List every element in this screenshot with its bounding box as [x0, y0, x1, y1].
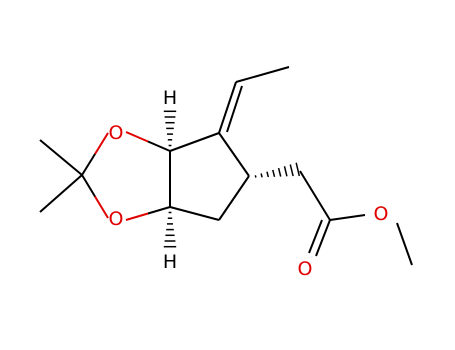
bond-exocyclic-double-1: [218, 81, 237, 134]
bond-c5-c6: [218, 175, 250, 221]
oxygen-ring-bottom-label: O: [109, 208, 124, 230]
bond-carbonyl-double-1: [315, 219, 331, 257]
bond-methyl-top: [39, 139, 83, 176]
bond-exocyclic-double-2: [226, 85, 243, 133]
bond-carbonyl-double-2: [308, 219, 323, 254]
hydrogen-bottom-label: H: [163, 251, 177, 273]
oxygen-carbonyl-label: O: [298, 258, 313, 280]
bond-cq-o-top: [81, 132, 109, 176]
bond-c3a-o: [125, 131, 171, 152]
hashed-wedge-h-top: [163, 110, 177, 147]
oxygen-ester-label: O: [374, 203, 389, 225]
bond-o-methyl: [396, 222, 413, 266]
bond-c4-c5: [218, 132, 250, 177]
hydrogen-top-label: H: [163, 87, 177, 109]
bond-methyl-bottom: [39, 174, 83, 213]
hashed-wedge-h-bottom: [163, 211, 177, 248]
bond-cq-o-bottom: [81, 174, 109, 219]
bond-ethylidene-methyl: [235, 66, 290, 83]
bond-carbonyl-o-ester: [329, 214, 366, 221]
bond-c6-c6a: [169, 206, 220, 221]
bond-c6a-o: [125, 206, 171, 221]
hashed-wedge-ch2: [254, 162, 301, 178]
oxygen-ring-top-label: O: [109, 122, 124, 144]
bond-c3a-c4: [169, 132, 220, 152]
bond-ch2-carbonyl: [299, 170, 331, 221]
